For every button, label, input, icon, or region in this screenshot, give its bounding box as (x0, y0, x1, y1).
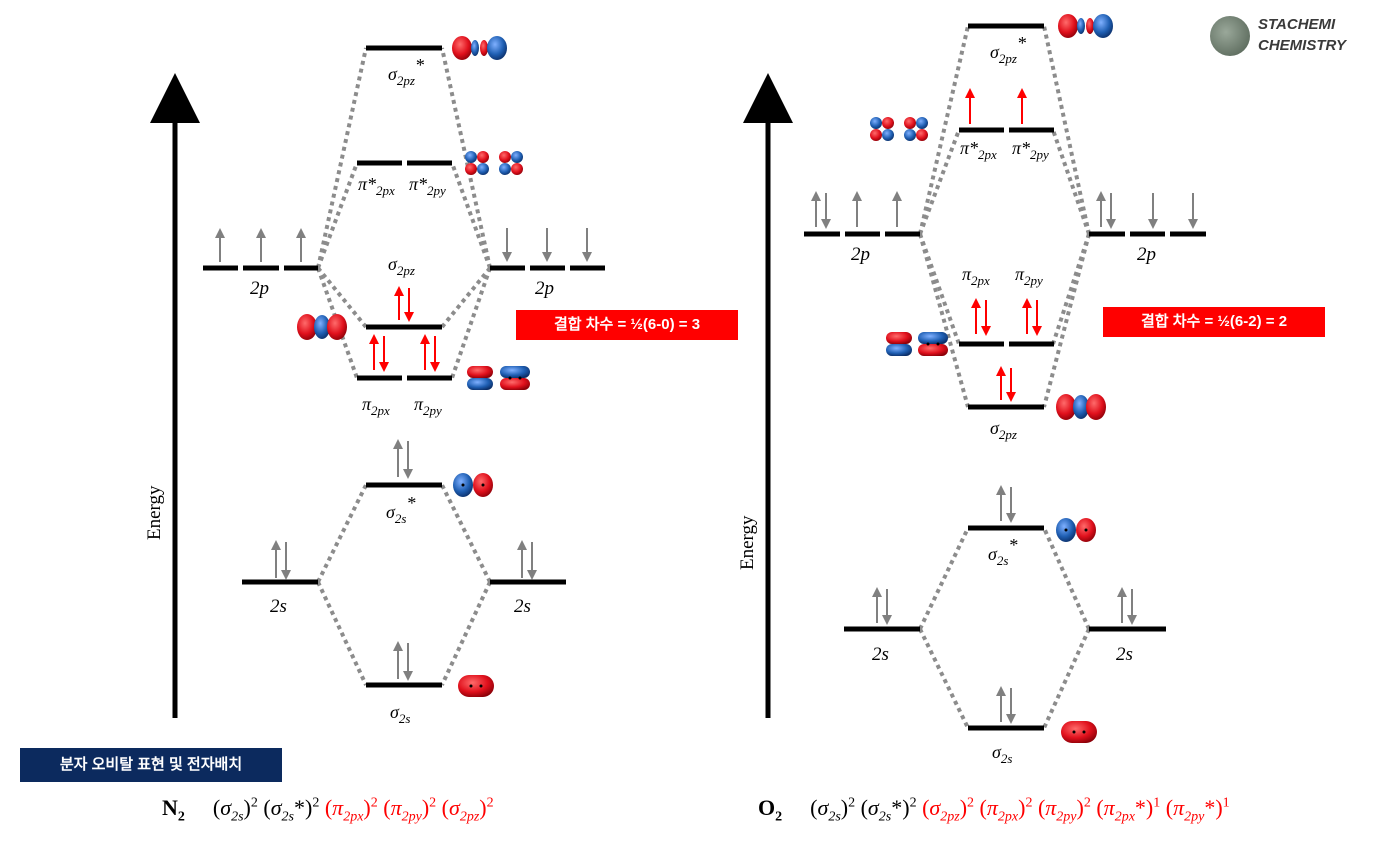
svg-text:σ2pz: σ2pz (388, 254, 415, 278)
config-term: (σ2pz)2 (922, 795, 975, 825)
sigma2s-orbital-icon (458, 675, 494, 697)
n2-atomic-2s-right: 2s (490, 540, 566, 617)
n2-2s-label-right: 2s (514, 596, 531, 617)
svg-text:π2px: π2px (362, 394, 390, 418)
pi2p-orbital-icon (886, 332, 948, 356)
sigma2pz-orbital-icon (1056, 394, 1106, 420)
svg-text:π*2py: π*2py (409, 174, 446, 198)
n2-atomic-2p-left: 2p (203, 228, 318, 299)
o2-sigma2s: σ2s (968, 686, 1097, 766)
config-term: (π2py)2 (1037, 795, 1091, 825)
n2-pi-star: π*2px π*2py (357, 151, 523, 198)
o2-atomic-2s-right: 2s (1089, 587, 1166, 665)
svg-text:σ2s: σ2s (390, 702, 410, 726)
n2-sigma2s-star: σ2s* (366, 439, 493, 526)
n2-electron-configuration: N2 (σ2s)2 (σ2s*)2 (π2px)2 (π2py)2 (σ2pz)2 (162, 795, 494, 825)
o2-2s-label-right: 2s (1116, 644, 1133, 665)
energy-axis-label: Energy (144, 485, 165, 540)
config-term: (σ2s)2 (810, 795, 856, 825)
logo-text: STACHEMI CHEMISTRY (1258, 16, 1347, 54)
config-term: (σ2pz)2 (441, 795, 494, 825)
n2-pi2p: π2px π2py (357, 334, 530, 418)
n2-sigma2s: σ2s (366, 641, 494, 726)
sigma2s-star-orbital-icon (1056, 518, 1096, 542)
svg-text:π*2px: π*2px (960, 138, 997, 162)
svg-text:σ2pz*: σ2pz* (990, 33, 1026, 66)
svg-text:π*2px: π*2px (358, 174, 395, 198)
svg-text:σ2s*: σ2s* (386, 493, 415, 526)
pi-star-orbital-icon (465, 151, 523, 175)
sigma2pz-star-orbital-icon (1058, 14, 1113, 38)
svg-text:σ2s*: σ2s* (988, 535, 1017, 568)
n2-molecule-label: N2 (162, 795, 185, 825)
pi-star-orbital-icon (870, 117, 928, 141)
n2-2p-label-right: 2p (535, 278, 554, 299)
o2-2s-label-left: 2s (872, 644, 889, 665)
n2-diagram: Energy 2s 2s (144, 36, 605, 726)
config-term: (π2py)2 (383, 795, 437, 825)
n2-atomic-2p-right: 2p (490, 228, 605, 299)
n2-sigma2pz: σ2pz (297, 254, 442, 340)
n2-atomic-2s-left: 2s (242, 540, 318, 617)
n2-sigma2pz-star: σ2pz* (366, 36, 507, 88)
n2-config-terms: (σ2s)2 (σ2s*)2 (π2px)2 (π2py)2 (σ2pz)2 (212, 795, 494, 825)
o2-atomic-2s-left: 2s (844, 587, 920, 665)
sigma2pz-orbital-icon (297, 314, 347, 340)
svg-text:σ2pz*: σ2pz* (388, 55, 424, 88)
brand-logo: STACHEMI CHEMISTRY (1210, 14, 1370, 60)
svg-text:σ2s: σ2s (992, 742, 1012, 766)
o2-atomic-2p-right: 2p (1089, 191, 1206, 265)
n2-2p-label-left: 2p (250, 278, 269, 299)
config-term: (π2px)2 (324, 795, 378, 825)
logo-avatar-icon (1210, 16, 1250, 56)
o2-electron-configuration: O2 (σ2s)2 (σ2s*)2 (σ2pz)2 (π2px)2 (π2py)2… (758, 795, 1230, 825)
svg-text:π2px: π2px (962, 264, 990, 288)
config-term: (π2py*)1 (1165, 795, 1230, 825)
config-term: (σ2s*)2 (263, 795, 320, 825)
config-term: (σ2s*)2 (860, 795, 917, 825)
svg-text:π2py: π2py (1015, 264, 1043, 288)
o2-config-terms: (σ2s)2 (σ2s*)2 (σ2pz)2 (π2px)2 (π2py)2 (… (810, 795, 1230, 825)
o2-diagram: Energy 2s 2s (737, 14, 1206, 766)
n2-2s-label-left: 2s (270, 596, 287, 617)
o2-atomic-2p-left: 2p (804, 191, 920, 265)
o2-2p-label-left: 2p (851, 244, 870, 265)
svg-text:π2py: π2py (414, 394, 442, 418)
config-term: (π2px)2 (979, 795, 1033, 825)
o2-pi2p: π2px π2py (886, 264, 1054, 356)
o2-pi-star: π*2px π*2py (870, 88, 1054, 162)
o2-sigma2s-star: σ2s* (968, 485, 1096, 568)
section-title: 분자 오비탈 표현 및 전자배치 (20, 748, 282, 782)
sigma2pz-star-orbital-icon (452, 36, 507, 60)
svg-text:π*2py: π*2py (1012, 138, 1049, 162)
config-term: (π2px*)1 (1096, 795, 1161, 825)
o2-sigma2pz-star: σ2pz* (968, 14, 1113, 66)
svg-text:σ2pz: σ2pz (990, 418, 1017, 442)
o2-bond-order-badge: 결합 차수 = ½(6-2) = 2 (1103, 307, 1325, 337)
n2-connectors (316, 47, 492, 686)
o2-2p-label-right: 2p (1137, 244, 1156, 265)
sigma2s-orbital-icon (1061, 721, 1097, 743)
o2-sigma2pz: σ2pz (968, 366, 1106, 442)
sigma2s-star-orbital-icon (453, 473, 493, 497)
n2-bond-order-badge: 결합 차수 = ½(6-0) = 3 (516, 310, 738, 340)
o2-connectors (918, 25, 1091, 729)
o2-molecule-label: O2 (758, 795, 783, 825)
energy-axis-label: Energy (737, 515, 758, 570)
pi2p-orbital-icon (467, 366, 530, 390)
config-term: (σ2s)2 (212, 795, 258, 825)
